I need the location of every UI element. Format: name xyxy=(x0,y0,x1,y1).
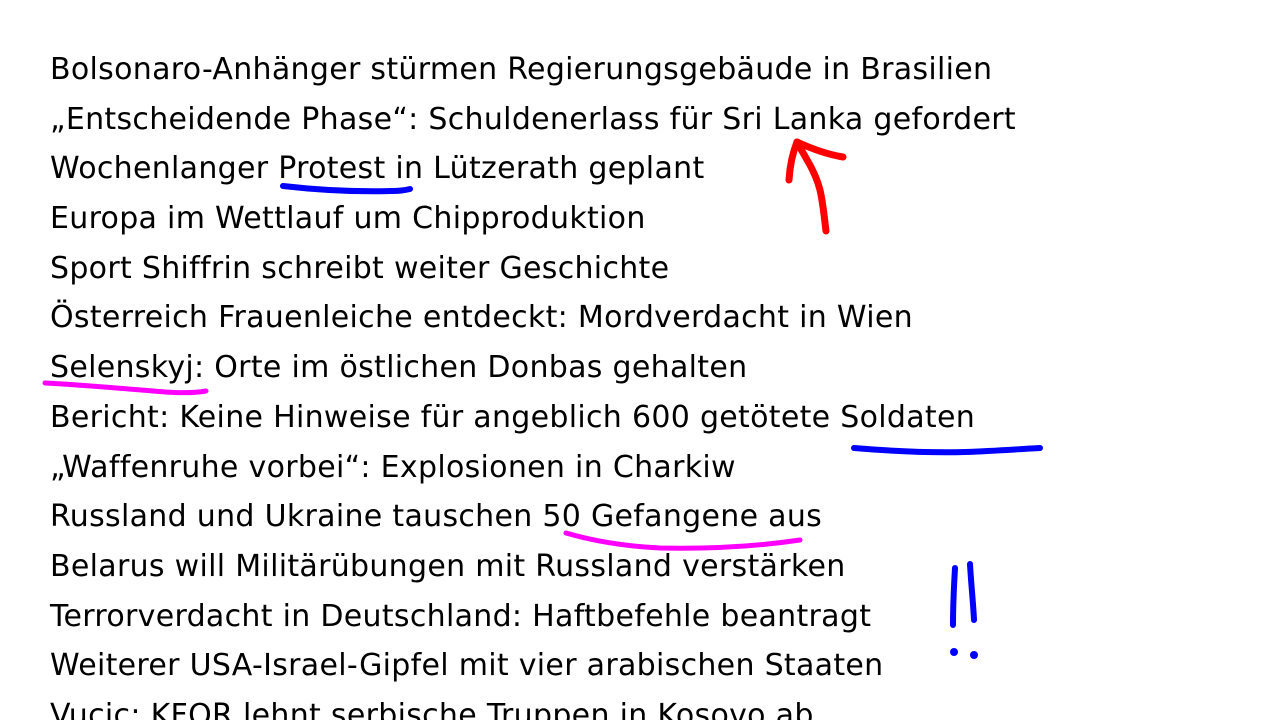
headline-7: Selenskyj: Orte im östlichen Donbas geha… xyxy=(50,350,748,386)
headline-6: Österreich Frauenleiche entdeckt: Mordve… xyxy=(50,300,913,336)
headline-11: Belarus will Militärübungen mit Russland… xyxy=(50,548,846,584)
headline-12: Terrorverdacht in Deutschland: Haftbefeh… xyxy=(50,598,872,634)
headline-8: Bericht: Keine Hinweise für angeblich 60… xyxy=(50,399,976,435)
headline-1: Bolsonaro-Anhänger stürmen Regierungsgeb… xyxy=(50,52,993,87)
headline-4: Europa im Wettlauf um Chipproduktion xyxy=(50,201,646,237)
headline-3: Wochenlanger Protest in Lützerath geplan… xyxy=(50,151,705,187)
headline-2: „Entscheidende Phase“: Schuldenerlass fü… xyxy=(50,101,1016,137)
headline-14: Vucic: KFOR lehnt serbische Truppen in K… xyxy=(50,697,814,720)
headline-list: Bolsonaro-Anhänger stürmen Regierungsgeb… xyxy=(50,45,1016,720)
headline-10: Russland und Ukraine tauschen 50 Gefange… xyxy=(50,499,823,535)
headline-9: „Waffenruhe vorbei“: Explosionen in Char… xyxy=(50,449,736,485)
headline-5: Sport Shiffrin schreibt weiter Geschicht… xyxy=(50,250,670,286)
headline-13: Weiterer USA-Israel-Gipfel mit vier arab… xyxy=(50,648,884,684)
